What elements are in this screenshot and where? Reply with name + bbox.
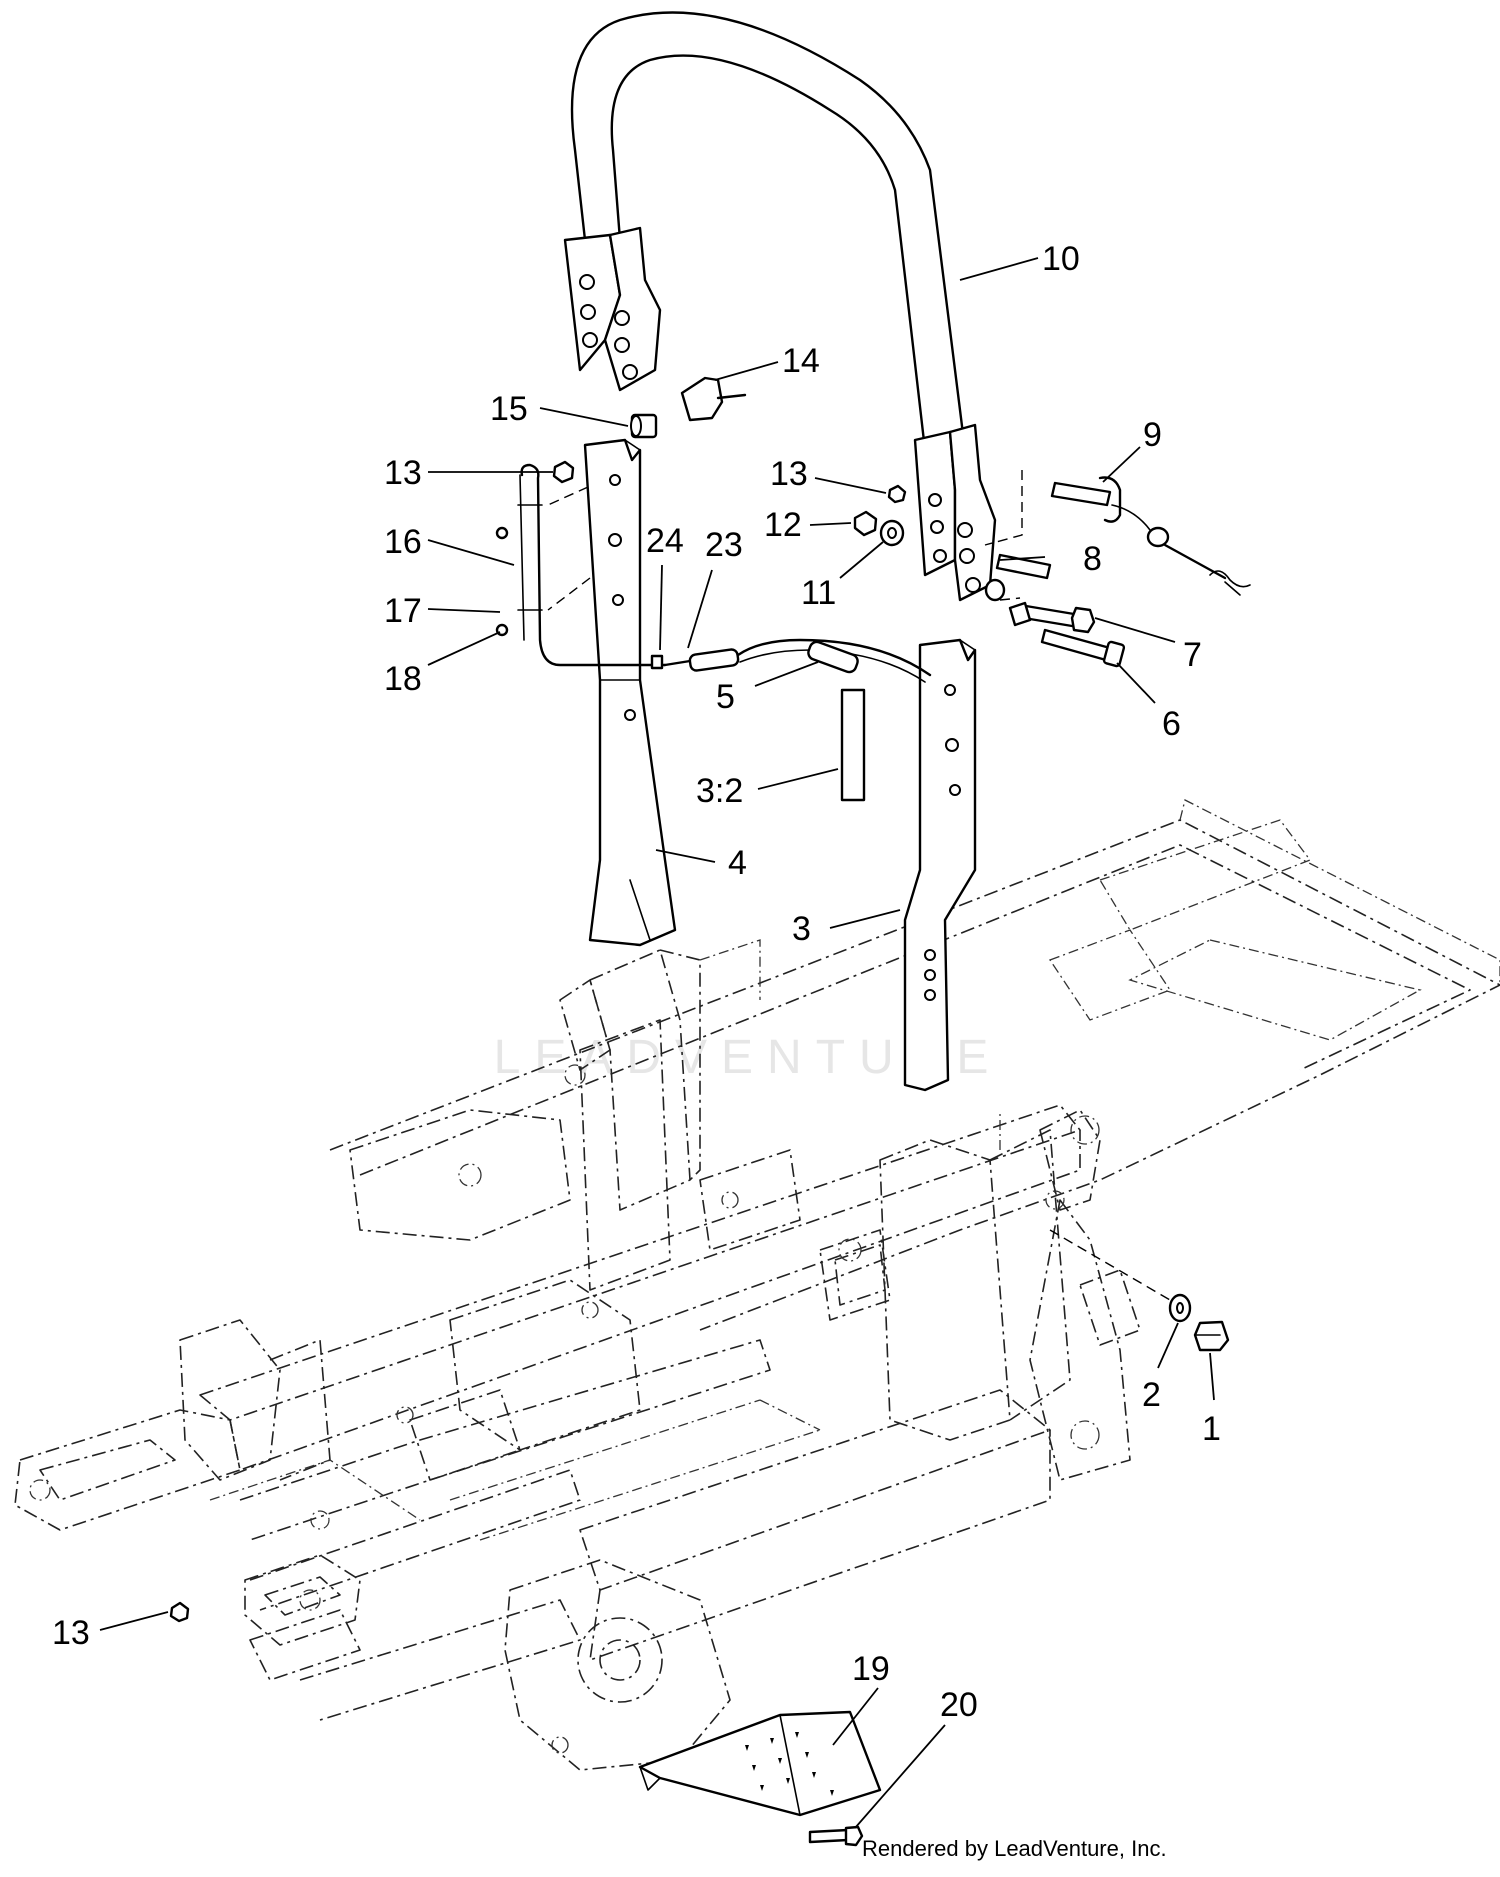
callout-7: 7 xyxy=(1183,636,1202,674)
callout-8: 8 xyxy=(1083,540,1102,578)
cable-assembly-23 xyxy=(650,638,932,683)
callout-4: 4 xyxy=(728,844,747,882)
roll-bar-lower-left-4 xyxy=(583,438,677,947)
callout-13-upper-right: 13 xyxy=(770,455,808,493)
callout-10: 10 xyxy=(1042,240,1080,278)
washer-2 xyxy=(1168,1293,1192,1323)
bolt-20 xyxy=(808,1825,864,1847)
render-credit: Rendered by LeadVenture, Inc. xyxy=(862,1836,1167,1861)
bolt-1-axis-line xyxy=(1049,1229,1171,1301)
callout-17: 17 xyxy=(384,592,422,630)
callout-20: 20 xyxy=(940,1686,978,1724)
hardware-right xyxy=(853,470,1251,668)
bumper-14 xyxy=(680,376,747,422)
callout-13-upper-left: 13 xyxy=(384,454,422,492)
callout-labels: 10 14 15 9 13 13 16 12 24 23 8 11 17 7 1… xyxy=(52,240,1221,1724)
leader-lines xyxy=(99,257,1215,1829)
callout-15: 15 xyxy=(490,390,528,428)
callout-6: 6 xyxy=(1162,705,1181,743)
callout-2: 2 xyxy=(1142,1376,1161,1414)
hardware-left xyxy=(495,460,591,637)
callout-14: 14 xyxy=(782,342,820,380)
nut-13-lower xyxy=(169,1601,190,1623)
spacer-15 xyxy=(630,413,658,439)
callout-16: 16 xyxy=(384,523,422,561)
callout-19: 19 xyxy=(852,1650,890,1688)
callout-23: 23 xyxy=(705,526,743,564)
callout-3: 3 xyxy=(792,910,811,948)
callout-5: 5 xyxy=(716,678,735,716)
mower-frame xyxy=(14,799,1500,1771)
callout-9: 9 xyxy=(1143,416,1162,454)
roll-bar-lower-right-3 xyxy=(903,638,977,1092)
foot-plate-19 xyxy=(638,1710,882,1817)
callout-13-lower: 13 xyxy=(52,1614,90,1652)
callout-11: 11 xyxy=(801,574,836,612)
callout-3-2: 3:2 xyxy=(696,772,743,810)
callout-18: 18 xyxy=(384,660,422,698)
frame-bolt-1 xyxy=(1193,1320,1230,1352)
roll-bar-upper-10 xyxy=(563,11,997,602)
callout-1: 1 xyxy=(1202,1410,1221,1448)
callout-12: 12 xyxy=(764,506,802,544)
callout-24: 24 xyxy=(646,522,684,560)
decal-3-2 xyxy=(840,688,866,802)
